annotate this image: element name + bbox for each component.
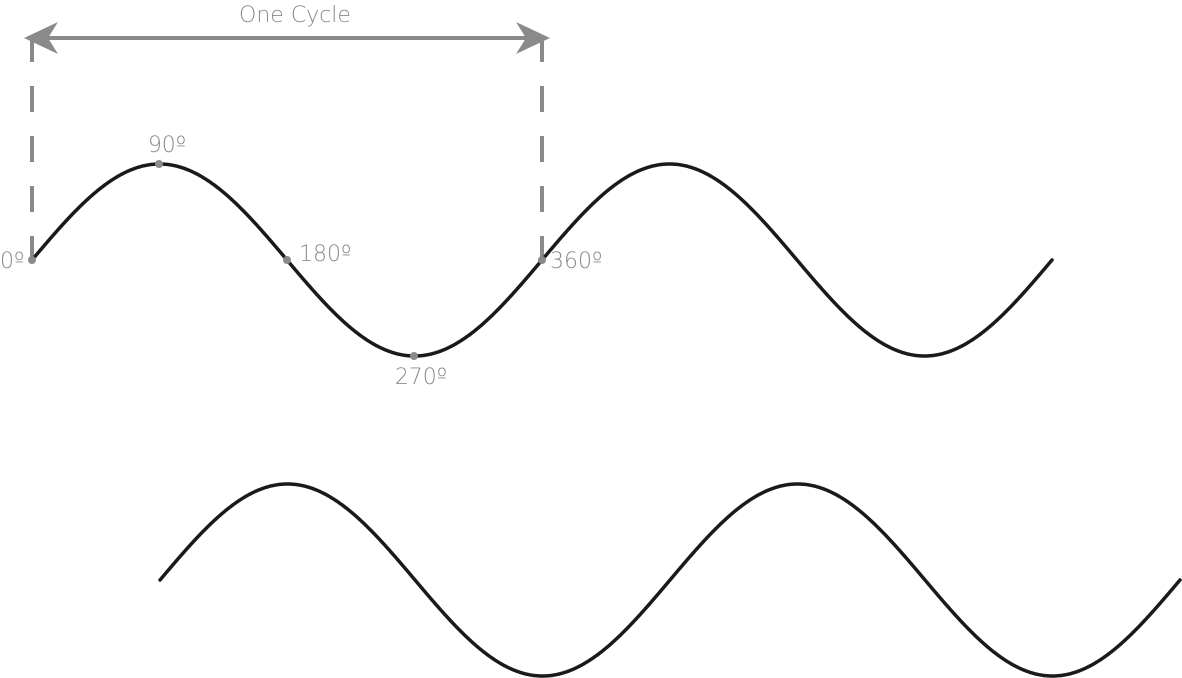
cycle-arrow-left-head xyxy=(24,22,58,54)
label-180-deg: 180º xyxy=(299,242,351,267)
label-360-deg: 360º xyxy=(550,249,602,274)
marker-270-deg xyxy=(410,352,418,360)
cycle-arrow xyxy=(24,22,550,54)
cycle-arrow-right-head xyxy=(516,22,550,54)
marker-90-deg xyxy=(155,160,163,168)
label-270-deg: 270º xyxy=(395,365,447,390)
cycle-title: One Cycle xyxy=(239,3,351,28)
label-0-deg: 0º xyxy=(0,249,24,274)
sine-wave-lower xyxy=(158,482,1182,678)
marker-0-deg xyxy=(28,256,36,264)
marker-180-deg xyxy=(283,256,291,264)
label-90-deg: 90º xyxy=(148,133,186,158)
marker-360-deg xyxy=(538,256,546,264)
